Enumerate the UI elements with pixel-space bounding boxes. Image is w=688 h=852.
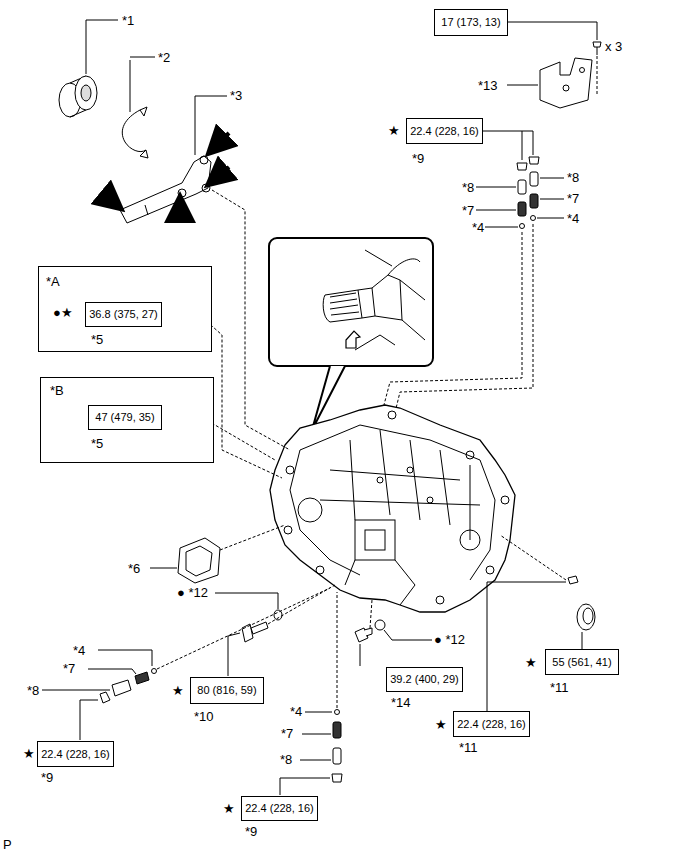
torque-symbol: ★ [222, 802, 236, 815]
callout-number: *8 [279, 753, 293, 766]
callout-number: *7 [62, 662, 76, 675]
torque-box: 36.8 (375, 27) [85, 302, 162, 327]
callout-number: *6 [127, 562, 141, 575]
callout-number: *4 [566, 212, 580, 225]
torque-value: 17 (173, 13) [441, 17, 500, 28]
torque-box: 80 (816, 59) [190, 677, 264, 704]
callout-number: *8 [26, 684, 40, 697]
callout-number: *4 [289, 705, 303, 718]
callout-number: *14 [390, 696, 412, 709]
callout-number: *1 [121, 14, 135, 27]
torque-box: 17 (173, 13) [434, 9, 508, 36]
callout-number: *9 [244, 825, 258, 838]
torque-box: 22.4 (228, 16) [453, 711, 530, 737]
torque-symbol: ●★ [52, 306, 74, 319]
callout-number: *4 [72, 644, 86, 657]
callout-number: *8 [461, 181, 475, 194]
callout-number: *13 [477, 79, 499, 92]
callout-number: *2 [157, 51, 171, 64]
torque-value: 39.2 (400, 29) [390, 674, 459, 685]
quantity-note: x 3 [604, 40, 623, 53]
callout-number: *5 [91, 333, 103, 346]
callout-number: P [2, 838, 13, 851]
torque-symbol: ★ [434, 718, 448, 731]
torque-box: 47 (479, 35) [88, 405, 162, 430]
torque-value: 22.4 (228, 16) [410, 126, 479, 137]
callout-number: *5 [91, 437, 103, 450]
torque-box: 39.2 (400, 29) [386, 667, 463, 692]
torque-value: 55 (561, 41) [552, 657, 611, 668]
torque-box: 55 (561, 41) [545, 649, 619, 675]
torque-value: 80 (816, 59) [197, 685, 256, 696]
callout-number: *7 [461, 204, 475, 217]
torque-value: 22.4 (228, 16) [245, 803, 314, 814]
group-box: *B *5 47 (479, 35) [40, 377, 214, 463]
callout-number: *B [50, 384, 64, 397]
callout-number: *A [46, 275, 60, 288]
callout-number: ● *12 [176, 586, 209, 599]
callout-number: *9 [411, 152, 425, 165]
torque-value: 22.4 (228, 16) [457, 719, 526, 730]
callout-number: *9 [40, 771, 54, 784]
callout-number: *10 [193, 710, 215, 723]
torque-value: 36.8 (375, 27) [89, 309, 158, 320]
torque-symbol: ★ [524, 656, 538, 669]
torque-box: 22.4 (228, 16) [406, 118, 483, 144]
torque-symbol: ★ [171, 684, 185, 697]
torque-value: 47 (479, 35) [95, 412, 154, 423]
torque-box: 22.4 (228, 16) [241, 796, 318, 821]
callout-number: *11 [549, 681, 570, 694]
callout-number: *7 [280, 727, 294, 740]
torque-symbol: ★ [22, 747, 36, 760]
callout-number: *4 [471, 221, 485, 234]
callout-number: *8 [566, 171, 580, 184]
torque-symbol: ★ [387, 124, 401, 137]
callout-number: *7 [566, 192, 580, 205]
callout-number: *3 [229, 89, 243, 102]
torque-box: 22.4 (228, 16) [37, 741, 114, 767]
callout-number: ● *12 [433, 633, 466, 646]
callout-number: *11 [458, 741, 479, 754]
torque-value: 22.4 (228, 16) [41, 749, 110, 760]
